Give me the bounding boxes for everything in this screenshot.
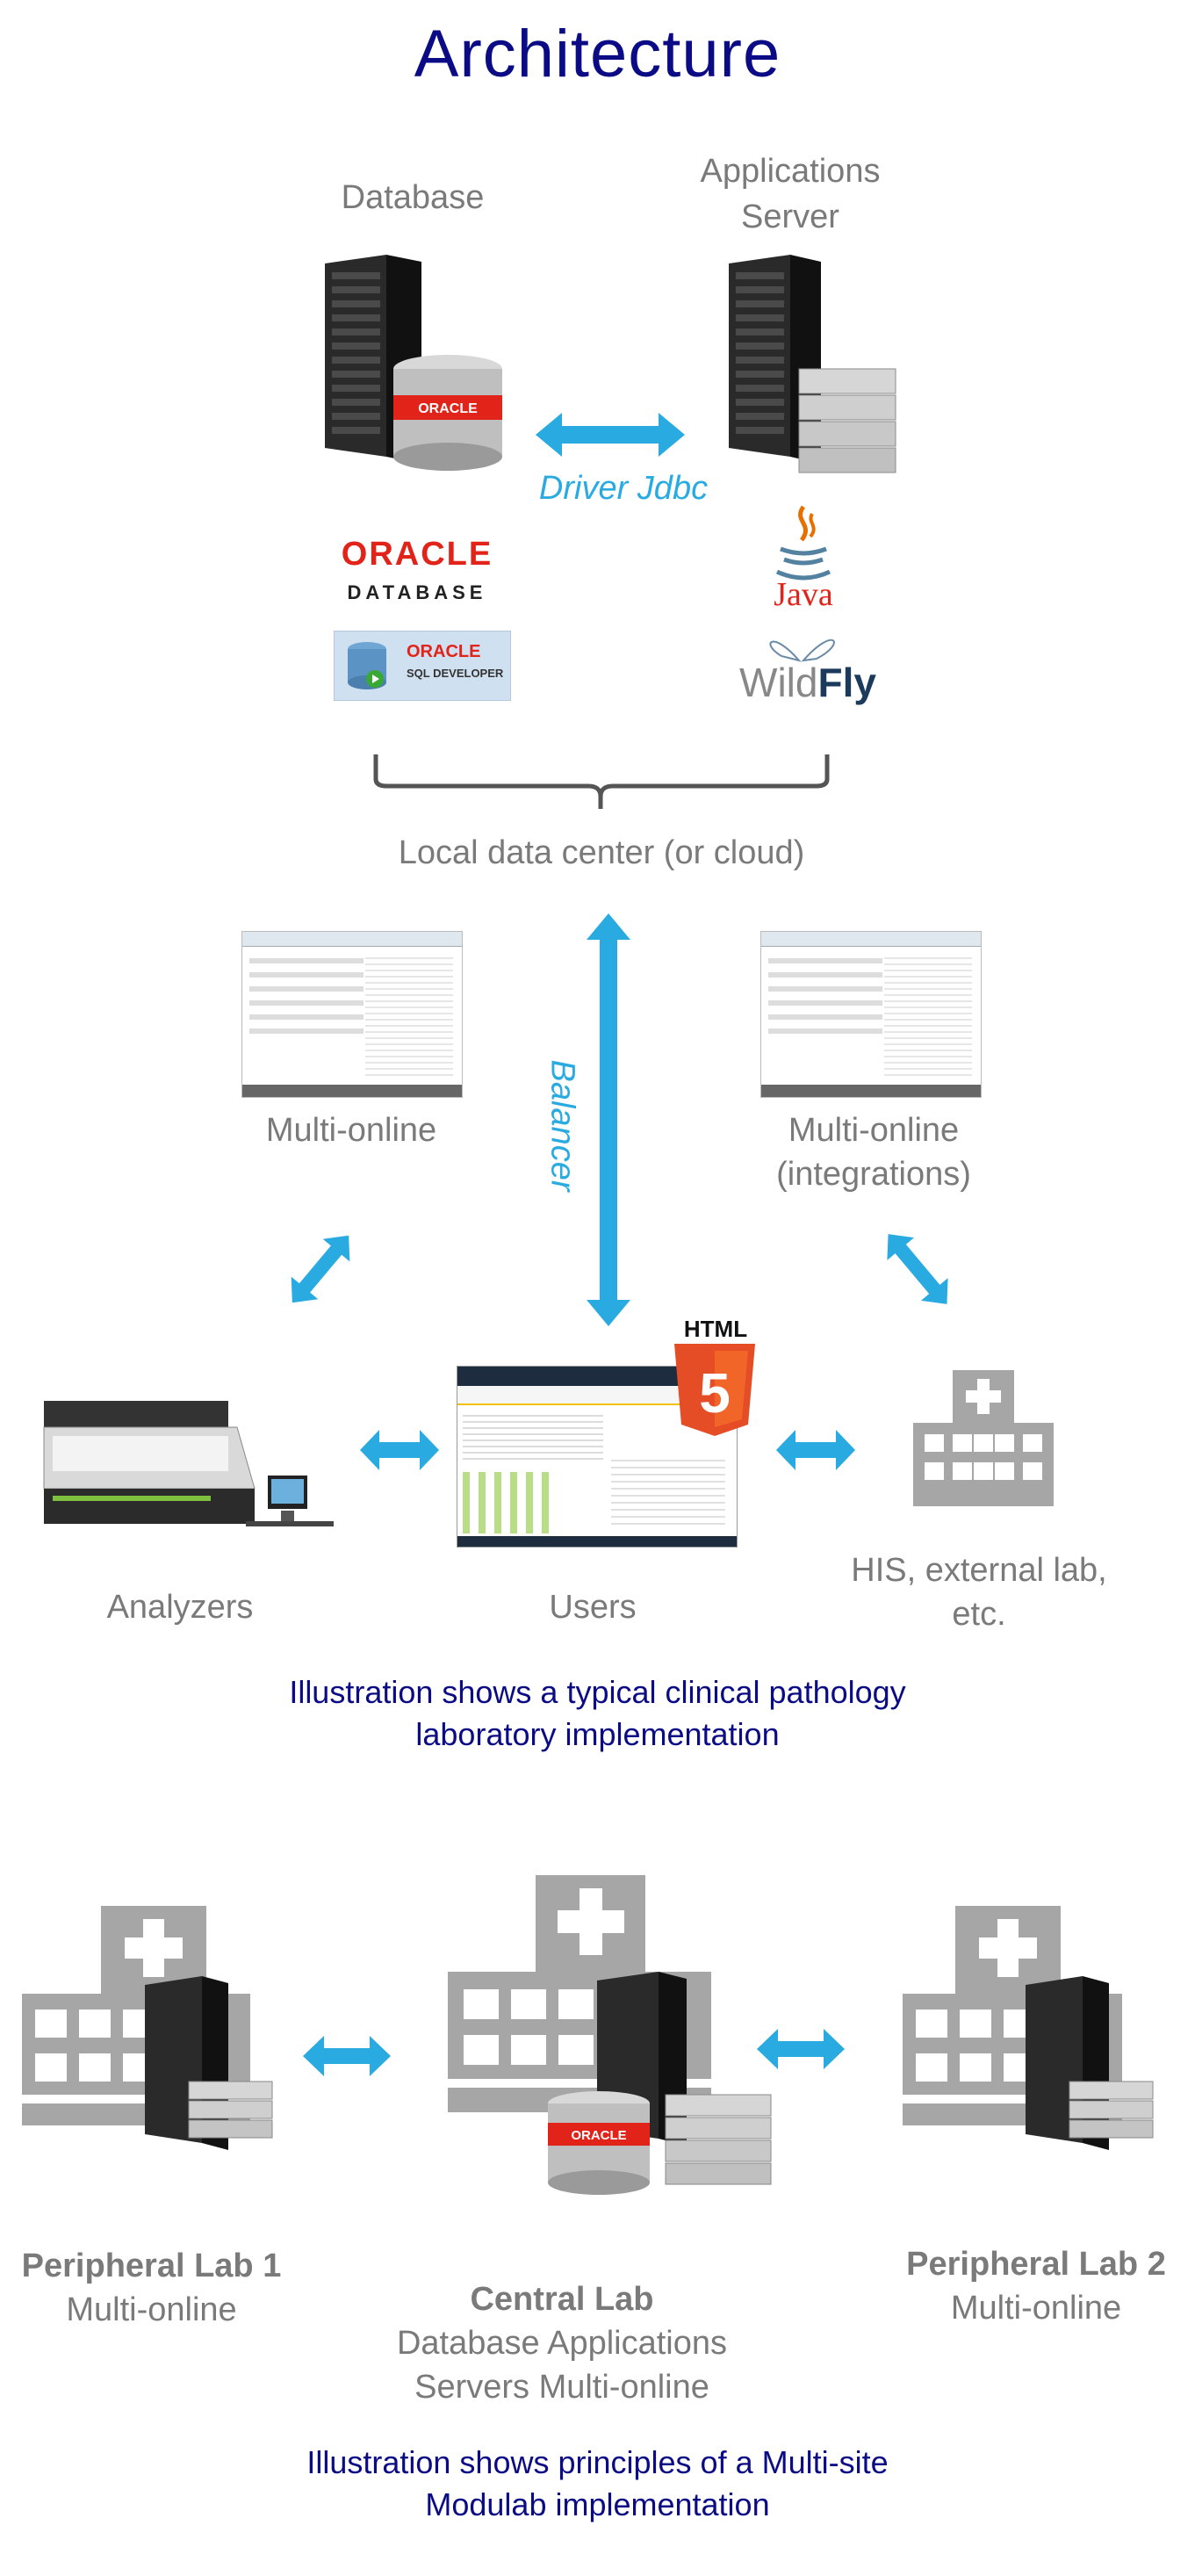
html5-text: HTML <box>683 1316 748 1342</box>
his-link-arrow <box>887 1234 948 1304</box>
multi-online-integrations-screenshot <box>760 931 982 1098</box>
peripheral-lab-2-subtitle: Multi-online <box>950 2290 1122 2327</box>
database-server-icon: ORACLE <box>325 255 502 471</box>
sql-dev-oracle-text: ORACLE <box>407 642 481 661</box>
app-server-label-line2: Server <box>741 198 839 235</box>
multi-online-label: Multi-online <box>265 1112 437 1149</box>
html5-number: 5 <box>699 1361 731 1425</box>
central-lab-subtitle-line2: Servers Multi-online <box>414 2369 709 2406</box>
central-oracle-badge: ORACLE <box>571 2128 626 2143</box>
sql-developer-logo: ORACLE SQL DEVELOPER <box>334 631 511 701</box>
datacenter-bracket <box>373 754 830 809</box>
multisite-caption-line1: Illustration shows principles of a Multi… <box>306 2444 889 2480</box>
oracle-database-text: DATABASE <box>347 581 487 603</box>
analyzer-machine-icon <box>43 1401 334 1526</box>
db-oracle-badge: ORACLE <box>418 401 478 416</box>
screenshot-rows <box>249 953 364 1085</box>
analyzer-users-arrow <box>360 1430 439 1470</box>
multisite-caption-line2: Modulab implementation <box>425 2486 770 2522</box>
driver-jdbc-arrow <box>536 413 685 457</box>
page-title: Architecture <box>414 17 781 91</box>
wildfly-text-2: Fly <box>817 660 876 705</box>
oracle-database-logo: ORACLE DATABASE <box>338 536 496 606</box>
java-cup-icon <box>775 505 831 581</box>
peripheral1-central-arrow <box>303 2036 391 2076</box>
wildfly-text-1: Wild <box>739 660 818 705</box>
driver-jdbc-label: Driver Jdbc <box>538 470 709 507</box>
analyzer-link-arrow <box>291 1235 350 1303</box>
peripheral-lab-1-subtitle: Multi-online <box>66 2291 237 2328</box>
balancer-arrow <box>587 913 630 1326</box>
users-his-arrow <box>776 1430 855 1470</box>
html5-shield-icon: 5 <box>674 1344 755 1436</box>
app-server-label-line1: Applications <box>700 153 881 190</box>
wildfly-logo: WildFly <box>738 659 878 706</box>
wildfly-wings-icon <box>769 639 835 662</box>
database-label: Database <box>341 179 485 216</box>
balancer-label: Balancer <box>544 1059 581 1192</box>
java-text: Java <box>774 576 833 613</box>
application-server-icon <box>729 255 896 473</box>
datacenter-label: Local data center (or cloud) <box>398 834 805 871</box>
users-web-app-screenshot <box>457 1366 738 1548</box>
multi-online-integrations-label-line1: Multi-online <box>788 1112 960 1149</box>
oracle-logo-text: ORACLE <box>341 536 493 573</box>
clinical-caption-line2: laboratory implementation <box>415 1716 780 1752</box>
screenshot-titlebar <box>242 932 462 947</box>
peripheral-lab-2-title: Peripheral Lab 2 <box>906 2246 1166 2283</box>
central-peripheral2-arrow <box>757 2029 845 2069</box>
peripheral-lab-2-building-icon <box>903 1906 1154 2150</box>
multi-online-screenshot <box>241 931 463 1098</box>
analyzers-label: Analyzers <box>106 1589 254 1626</box>
peripheral-lab-1-title: Peripheral Lab 1 <box>21 2248 282 2284</box>
his-label-line2: etc. <box>952 1596 1006 1633</box>
peripheral-lab-1-building-icon <box>22 1906 273 2150</box>
central-lab-title: Central Lab <box>470 2281 654 2318</box>
his-label-line1: HIS, external lab, <box>851 1552 1107 1589</box>
sql-dev-text: SQL DEVELOPER <box>407 667 504 680</box>
database-cylinder-icon <box>348 642 386 689</box>
central-lab-subtitle-line1: Database Applications <box>396 2325 728 2362</box>
hospital-building-icon <box>913 1370 1054 1513</box>
clinical-caption-line1: Illustration shows a typical clinical pa… <box>289 1674 906 1710</box>
multi-online-integrations-label-line2: (integrations) <box>776 1156 971 1193</box>
users-label: Users <box>549 1589 637 1626</box>
central-lab-building-icon: ORACLE <box>448 1875 772 2195</box>
